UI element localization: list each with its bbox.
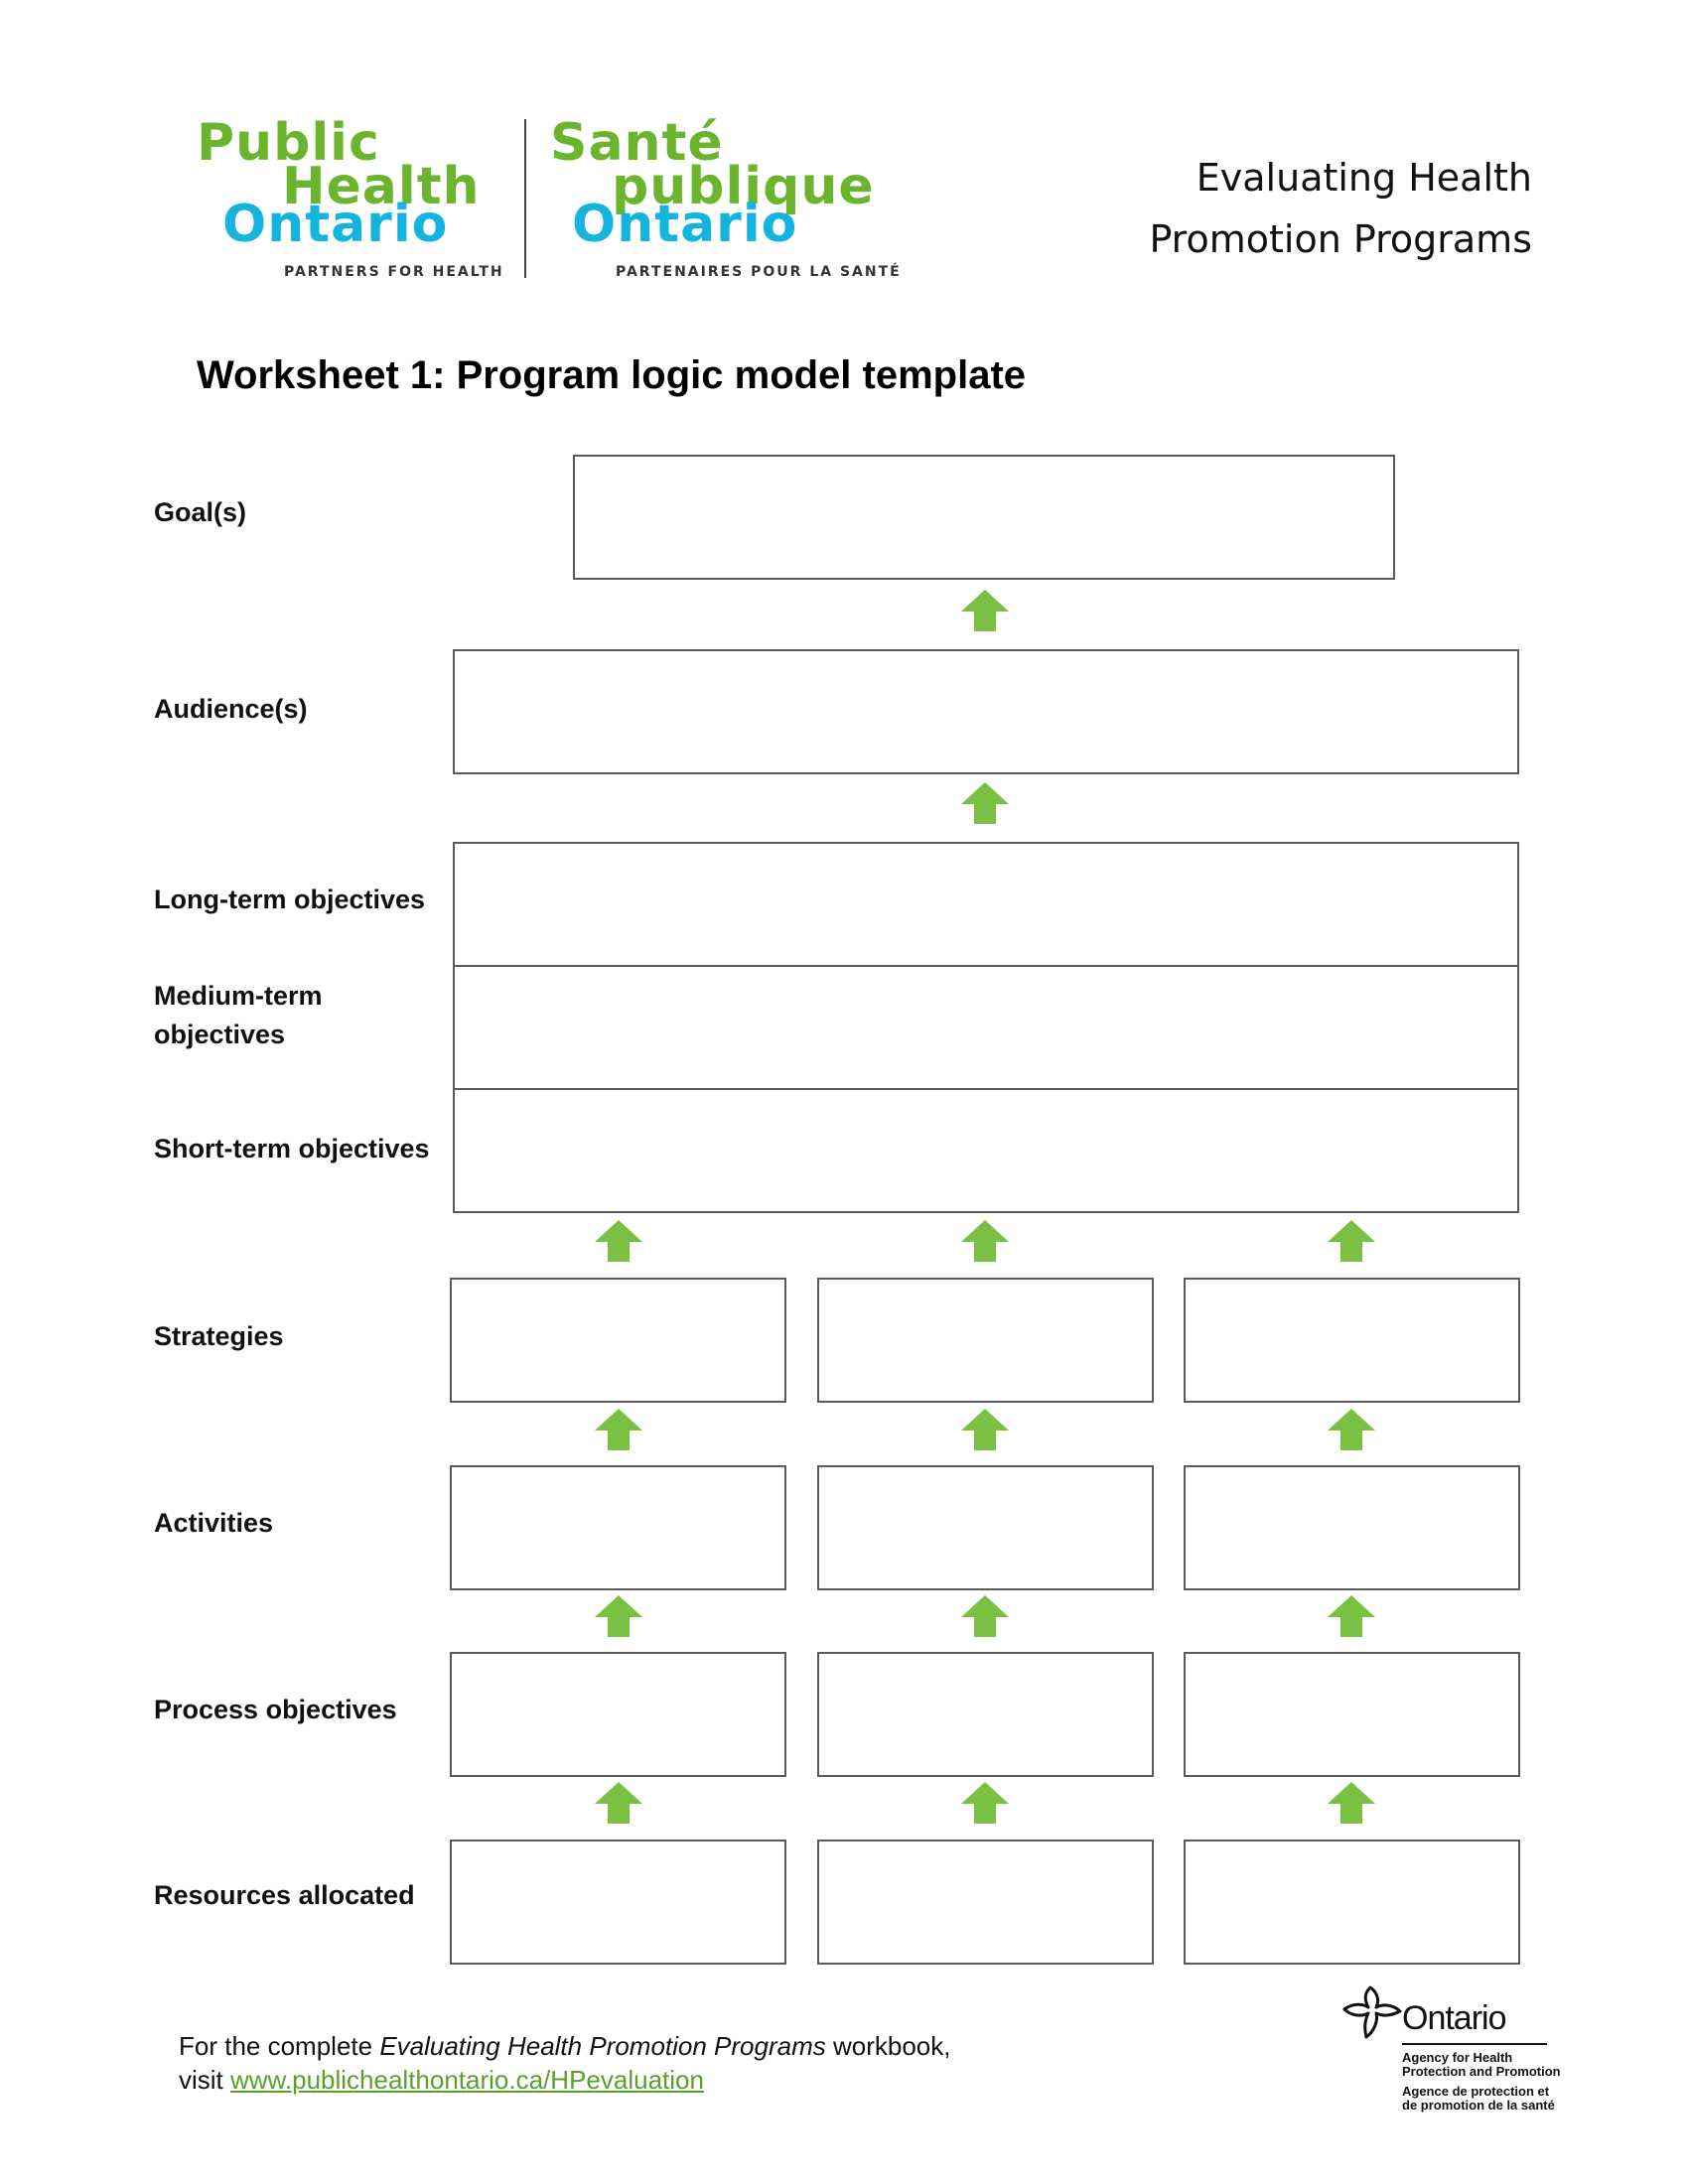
short-term-box[interactable]: [453, 1088, 1519, 1213]
label-short-term: Short-term objectives: [154, 1134, 430, 1163]
resources-box-1[interactable]: [450, 1840, 786, 1965]
up-arrow-icon: [961, 782, 1009, 824]
resources-box-2[interactable]: [817, 1840, 1154, 1965]
footer-suffix: workbook,: [825, 2031, 951, 2061]
logo-divider: [524, 119, 526, 278]
up-arrow-icon: [961, 1782, 1009, 1824]
strategy-box-1[interactable]: [450, 1278, 786, 1403]
up-arrow-icon: [595, 1782, 642, 1824]
strategy-box-2[interactable]: [817, 1278, 1154, 1403]
up-arrow-icon: [961, 590, 1009, 631]
logo-fr-line3: Ontario: [572, 195, 798, 254]
logo-en-tagline: PARTNERS FOR HEALTH: [284, 264, 504, 280]
up-arrow-icon: [595, 1595, 642, 1637]
long-term-box[interactable]: [453, 842, 1519, 967]
logo-en-line2: Health: [282, 157, 481, 216]
audiences-box[interactable]: [453, 649, 1519, 774]
process-box-1[interactable]: [450, 1652, 786, 1777]
logo-en-line1: Public: [197, 113, 380, 173]
up-arrow-icon: [595, 1220, 642, 1262]
process-box-3[interactable]: [1184, 1652, 1520, 1777]
agency-en-line1: Agency for Health: [1402, 2050, 1513, 2065]
label-medium-term-line1: Medium-term: [154, 981, 323, 1011]
up-arrow-icon: [1328, 1409, 1375, 1450]
resources-box-3[interactable]: [1184, 1840, 1520, 1965]
footer-prefix: For the complete: [179, 2031, 380, 2061]
up-arrow-icon: [1328, 1595, 1375, 1637]
logo-fr-line2: publique: [612, 157, 875, 216]
label-resources: Resources allocated: [154, 1880, 415, 1910]
footer-note: For the complete Evaluating Health Promo…: [179, 2029, 951, 2097]
document-title: Evaluating Health Promotion Programs: [1149, 147, 1532, 270]
medium-term-box[interactable]: [453, 965, 1519, 1090]
label-process: Process objectives: [154, 1695, 397, 1724]
activity-box-1[interactable]: [450, 1465, 786, 1590]
ontario-wordmark: Ontario: [1402, 1999, 1506, 2037]
footer-line1: For the complete Evaluating Health Promo…: [179, 2029, 951, 2063]
document-title-line1: Evaluating Health: [1196, 156, 1532, 200]
strategy-box-3[interactable]: [1184, 1278, 1520, 1403]
ontario-agency-logo: Ontario Agency for Health Protection and…: [1340, 1981, 1561, 2130]
label-medium-term-line2: objectives: [154, 1020, 286, 1049]
label-long-term: Long-term objectives: [154, 885, 426, 914]
footer-visit: visit: [179, 2065, 230, 2095]
label-strategies: Strategies: [154, 1321, 284, 1351]
up-arrow-icon: [595, 1409, 642, 1450]
activity-box-2[interactable]: [817, 1465, 1154, 1590]
label-goals: Goal(s): [154, 497, 247, 527]
up-arrow-icon: [961, 1409, 1009, 1450]
document-title-line2: Promotion Programs: [1149, 217, 1532, 261]
label-activities: Activities: [154, 1508, 274, 1538]
worksheet-title: Worksheet 1: Program logic model templat…: [197, 353, 1027, 397]
trillium-icon: [1342, 1985, 1402, 2039]
agency-en-line2: Protection and Promotion: [1402, 2064, 1561, 2079]
up-arrow-icon: [961, 1220, 1009, 1262]
up-arrow-icon: [1328, 1782, 1375, 1824]
activity-box-3[interactable]: [1184, 1465, 1520, 1590]
goals-box[interactable]: [573, 455, 1395, 580]
process-box-2[interactable]: [817, 1652, 1154, 1777]
ontario-rule: [1402, 2043, 1547, 2045]
footer-link[interactable]: www.publichealthontario.ca/HPevaluation: [230, 2065, 704, 2095]
label-audiences: Audience(s): [154, 694, 308, 724]
logo-fr-line1: Santé: [550, 113, 724, 173]
agency-fr-line2: de promotion de la santé: [1402, 2098, 1555, 2113]
label-medium-term: Medium-term objectives: [154, 977, 323, 1054]
agency-fr-line1: Agence de protection et: [1402, 2084, 1550, 2099]
logo-fr-tagline: PARTENAIRES POUR LA SANTÉ: [616, 264, 902, 280]
up-arrow-icon: [1328, 1220, 1375, 1262]
footer-book-title: Evaluating Health Promotion Programs: [379, 2031, 826, 2061]
up-arrow-icon: [961, 1595, 1009, 1637]
footer-line2: visit www.publichealthontario.ca/HPevalu…: [179, 2063, 951, 2097]
logo-en-line3: Ontario: [222, 195, 449, 254]
